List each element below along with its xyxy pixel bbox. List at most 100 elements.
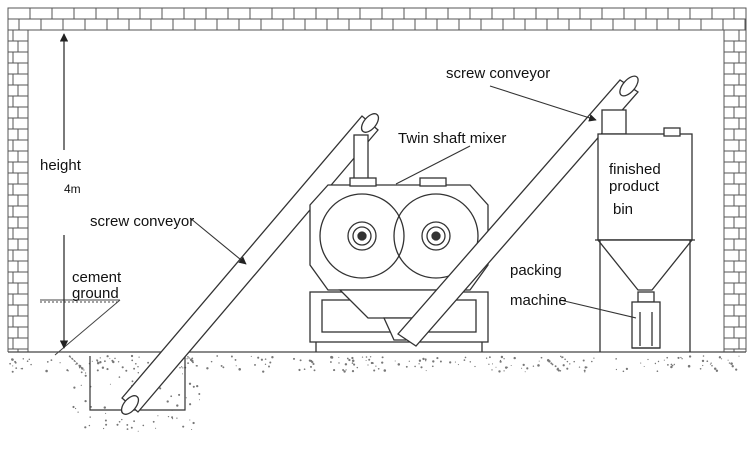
speckle-dot	[166, 400, 169, 403]
speckle-dot	[179, 367, 181, 369]
speckle-dot	[216, 355, 219, 357]
speckle-dot	[569, 363, 571, 365]
speckle-dot	[99, 361, 102, 364]
speckle-dot	[405, 365, 408, 368]
speckle-dot	[121, 418, 123, 421]
speckle-dot	[142, 424, 145, 427]
speckle-dot	[330, 355, 333, 359]
speckle-dot	[198, 399, 201, 401]
speckle-dot	[126, 423, 129, 426]
speckle-dot	[109, 383, 111, 385]
speckle-dot	[625, 367, 629, 371]
speckle-dot	[615, 368, 618, 371]
speckle-dot	[710, 362, 712, 364]
speckle-dot	[718, 356, 722, 359]
speckle-dot	[26, 360, 29, 362]
speckle-dot	[503, 358, 505, 360]
speckle-dot	[464, 356, 467, 359]
speckle-dot	[548, 360, 551, 363]
speckle-dot	[557, 369, 560, 372]
speckle-dot	[191, 359, 194, 363]
speckle-dot	[564, 358, 566, 361]
speckle-dot	[269, 361, 272, 364]
speckle-dot	[561, 356, 563, 359]
speckle-dot	[491, 369, 493, 371]
speckle-dot	[176, 417, 178, 419]
speckle-dot	[69, 356, 72, 358]
speckle-dot	[351, 359, 355, 362]
speckle-dot	[449, 361, 452, 364]
speckle-dot	[469, 361, 472, 363]
speckle-dot	[134, 362, 137, 365]
ground	[8, 351, 746, 432]
speckle-dot	[702, 355, 705, 357]
speckle-dot	[28, 358, 31, 361]
speckle-dot	[299, 359, 302, 362]
speckle-dot	[137, 430, 139, 432]
speckle-dot	[109, 358, 111, 360]
speckle-dot	[562, 364, 565, 367]
speckle-dot	[338, 356, 340, 358]
speckle-dot	[11, 358, 14, 361]
speckle-dot	[720, 358, 723, 360]
speckle-dot	[368, 358, 371, 361]
speckle-dot	[560, 355, 562, 358]
speckle-dot	[584, 366, 587, 369]
speckle-dot	[338, 362, 340, 364]
speckle-dot	[188, 357, 190, 359]
speckle-dot	[422, 357, 425, 361]
speckle-dot	[130, 426, 133, 429]
speckle-dot	[180, 366, 183, 368]
speckle-dot	[311, 360, 314, 364]
speckle-dot	[45, 369, 48, 373]
brick-courses-top	[7, 8, 746, 30]
speckle-dot	[264, 358, 267, 360]
speckle-dot	[171, 416, 174, 419]
speckle-dot	[81, 367, 84, 370]
speckle-dot	[80, 384, 82, 386]
speckle-dot	[84, 426, 87, 429]
speckle-dot	[191, 428, 193, 431]
speckle-dot	[582, 359, 585, 362]
speckle-dot	[522, 363, 525, 367]
speckle-dot	[463, 359, 466, 361]
speckle-dot	[420, 366, 423, 369]
speckle-dot	[345, 369, 347, 371]
speckle-dot	[155, 427, 157, 429]
speckle-dot	[73, 386, 76, 389]
speckle-dot	[313, 369, 316, 372]
speckle-dot	[573, 360, 575, 363]
speckle-dot	[670, 363, 673, 366]
speckle-dot	[681, 358, 683, 360]
speckle-dot	[656, 370, 659, 373]
speckle-dot	[367, 364, 369, 366]
speckle-dot	[510, 364, 512, 367]
speckle-dot	[554, 365, 557, 368]
speckle-dot	[185, 397, 187, 399]
speckle-dot	[583, 369, 586, 372]
speckle-dot	[187, 356, 189, 358]
speckle-dot	[495, 366, 497, 368]
speckle-dot	[50, 359, 53, 361]
speckle-dot	[74, 361, 76, 363]
speckle-dot	[152, 420, 155, 423]
speckle-dot	[540, 356, 543, 359]
speckle-dot	[418, 359, 422, 362]
speckle-dot	[262, 370, 265, 373]
speckle-dot	[75, 363, 77, 365]
speckle-dot	[713, 367, 717, 371]
speckle-dot	[578, 366, 581, 368]
speckle-dot	[133, 367, 136, 370]
speckle-dot	[192, 385, 195, 388]
speckle-dot	[114, 357, 116, 360]
speckle-dot	[159, 387, 162, 390]
speckle-dot	[371, 362, 374, 365]
height-value-label: 4m	[64, 182, 81, 196]
speckle-dot	[72, 358, 74, 361]
speckle-dot	[663, 359, 665, 361]
speckle-dot	[730, 362, 733, 365]
speckle-dot	[732, 365, 734, 368]
speckle-dot	[735, 368, 738, 371]
speckle-dot	[640, 362, 642, 364]
